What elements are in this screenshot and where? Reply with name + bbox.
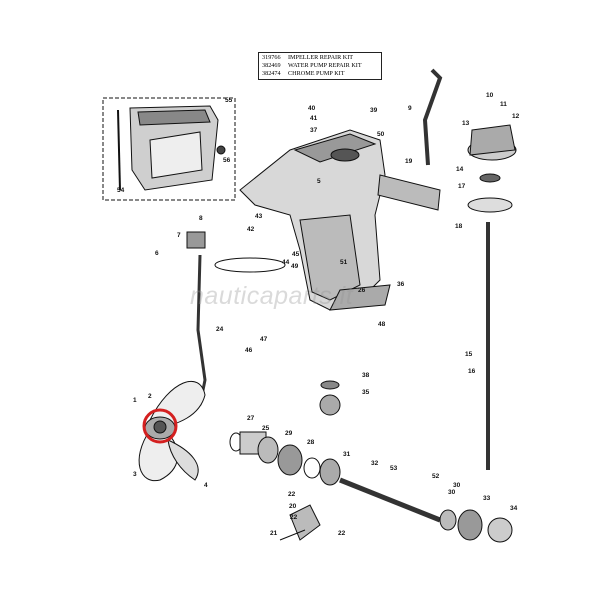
callout-2: 2 — [148, 393, 152, 400]
callout-53: 53 — [390, 465, 398, 472]
callout-22: 22 — [290, 514, 298, 521]
callout-30: 30 — [448, 489, 456, 496]
callout-25: 25 — [262, 425, 270, 432]
callout-54: 54 — [117, 187, 125, 194]
callout-29: 29 — [285, 430, 293, 437]
callout-22: 22 — [338, 530, 346, 537]
callout-34: 34 — [510, 505, 518, 512]
callout-22: 22 — [288, 491, 296, 498]
callout-15: 15 — [465, 351, 473, 358]
callout-4: 4 — [204, 482, 208, 489]
highlight-circle — [142, 408, 178, 444]
callout-33: 33 — [483, 495, 491, 502]
callout-43: 43 — [255, 213, 263, 220]
callout-12: 12 — [512, 113, 520, 120]
callout-37: 37 — [310, 127, 318, 134]
callout-10: 10 — [486, 92, 494, 99]
callout-46: 46 — [245, 347, 253, 354]
callout-45: 45 — [292, 251, 300, 258]
callout-42: 42 — [247, 226, 255, 233]
callout-9: 9 — [408, 105, 412, 112]
callout-5: 5 — [317, 178, 321, 185]
callout-50: 50 — [377, 131, 385, 138]
callout-11: 11 — [500, 101, 507, 108]
callout-24: 24 — [216, 326, 224, 333]
callout-14: 14 — [456, 166, 464, 173]
callout-1: 1 — [133, 397, 137, 404]
callout-26: 26 — [358, 287, 366, 294]
callout-19: 19 — [405, 158, 413, 165]
callout-51: 51 — [340, 259, 348, 266]
callout-8: 8 — [199, 215, 203, 222]
callout-48: 48 — [378, 321, 386, 328]
callout-27: 27 — [247, 415, 255, 422]
callout-39: 39 — [370, 107, 378, 114]
callout-32: 32 — [371, 460, 379, 467]
callout-20: 20 — [289, 503, 297, 510]
callout-17: 17 — [458, 183, 466, 190]
callout-44: 44 — [282, 259, 290, 266]
callout-38: 38 — [362, 372, 370, 379]
callout-40: 40 — [308, 105, 316, 112]
callout-18: 18 — [455, 223, 463, 230]
callout-31: 31 — [343, 451, 351, 458]
callout-21: 21 — [270, 530, 278, 537]
callout-3: 3 — [133, 471, 137, 478]
callout-36: 36 — [397, 281, 405, 288]
callout-52: 52 — [432, 473, 440, 480]
callout-49: 49 — [291, 263, 299, 270]
callout-labels: 1234567891011121314151617181920212222242… — [117, 92, 520, 537]
callout-7: 7 — [177, 232, 181, 239]
watermark: nauticaparts.it — [190, 282, 354, 310]
callout-41: 41 — [310, 115, 318, 122]
callout-35: 35 — [362, 389, 370, 396]
callout-30: 30 — [453, 482, 461, 489]
callout-28: 28 — [307, 439, 315, 446]
callout-13: 13 — [462, 120, 470, 127]
callout-16: 16 — [468, 368, 476, 375]
inset-box — [102, 97, 236, 201]
callout-55: 55 — [225, 97, 233, 104]
callout-56: 56 — [223, 157, 231, 164]
callout-47: 47 — [260, 336, 268, 343]
callout-6: 6 — [155, 250, 159, 257]
